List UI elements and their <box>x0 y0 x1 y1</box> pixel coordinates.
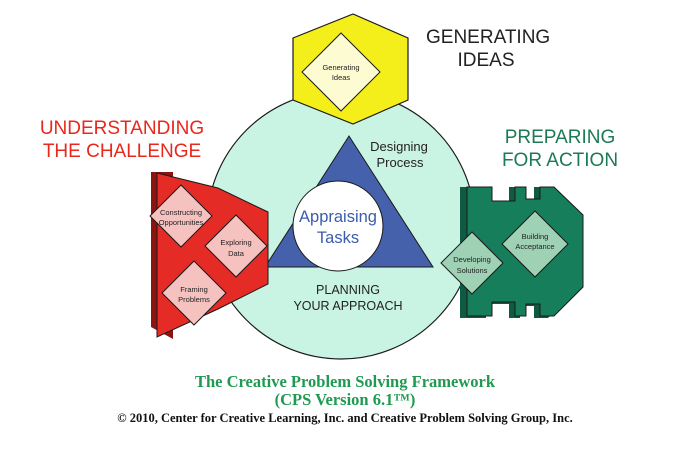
planning-label-line1: PLANNING <box>316 283 380 297</box>
constructing-line2: Opportunities <box>159 218 204 227</box>
generating-label-line2: IDEAS <box>457 50 515 71</box>
exploring-line1: Exploring <box>220 238 251 247</box>
building-diamond <box>501 210 569 278</box>
designing-label-line2: Process <box>377 155 424 170</box>
generating-diamond-line2: Ideas <box>332 73 351 82</box>
generating-diamond <box>301 32 381 112</box>
preparing-label-line2: FOR ACTION <box>501 150 619 171</box>
preparing-action-label: PREPARING FOR ACTION <box>498 126 622 172</box>
building-line1: Building <box>522 232 549 241</box>
framework-version: (CPS Version 6.1™) <box>274 390 416 409</box>
developing-line1: Developing <box>453 255 491 264</box>
constructing-diamond <box>149 184 213 248</box>
generating-ideas-label: GENERATING IDEAS <box>426 26 551 72</box>
framing-diamond <box>161 260 227 326</box>
designing-label-line1: Designing <box>370 139 428 154</box>
generating-diamond-line1: Generating <box>322 63 359 72</box>
framework-title: The Creative Problem Solving Framework <box>194 372 495 391</box>
center-label-line2: Tasks <box>317 229 359 247</box>
generating-label-line1: GENERATING <box>426 27 551 48</box>
understanding-label-line2: THE CHALLENGE <box>42 141 202 162</box>
framing-line2: Problems <box>178 295 210 304</box>
planning-label-line2: YOUR APPROACH <box>293 299 402 313</box>
center-label-line1: Appraising <box>299 208 377 226</box>
developing-line2: Solutions <box>457 266 488 275</box>
framing-line1: Framing <box>180 285 208 294</box>
exploring-diamond <box>204 214 268 278</box>
understanding-label-line1: UNDERSTANDING <box>39 118 205 139</box>
developing-diamond <box>440 231 504 295</box>
building-line2: Acceptance <box>515 242 554 251</box>
constructing-line1: Constructing <box>160 208 202 217</box>
copyright-notice: © 2010, Center for Creative Learning, In… <box>117 411 573 425</box>
exploring-line2: Data <box>228 249 245 258</box>
appraising-circle <box>292 180 384 272</box>
understanding-challenge-label: UNDERSTANDING THE CHALLENGE <box>36 117 208 163</box>
preparing-label-line1: PREPARING <box>504 127 616 148</box>
